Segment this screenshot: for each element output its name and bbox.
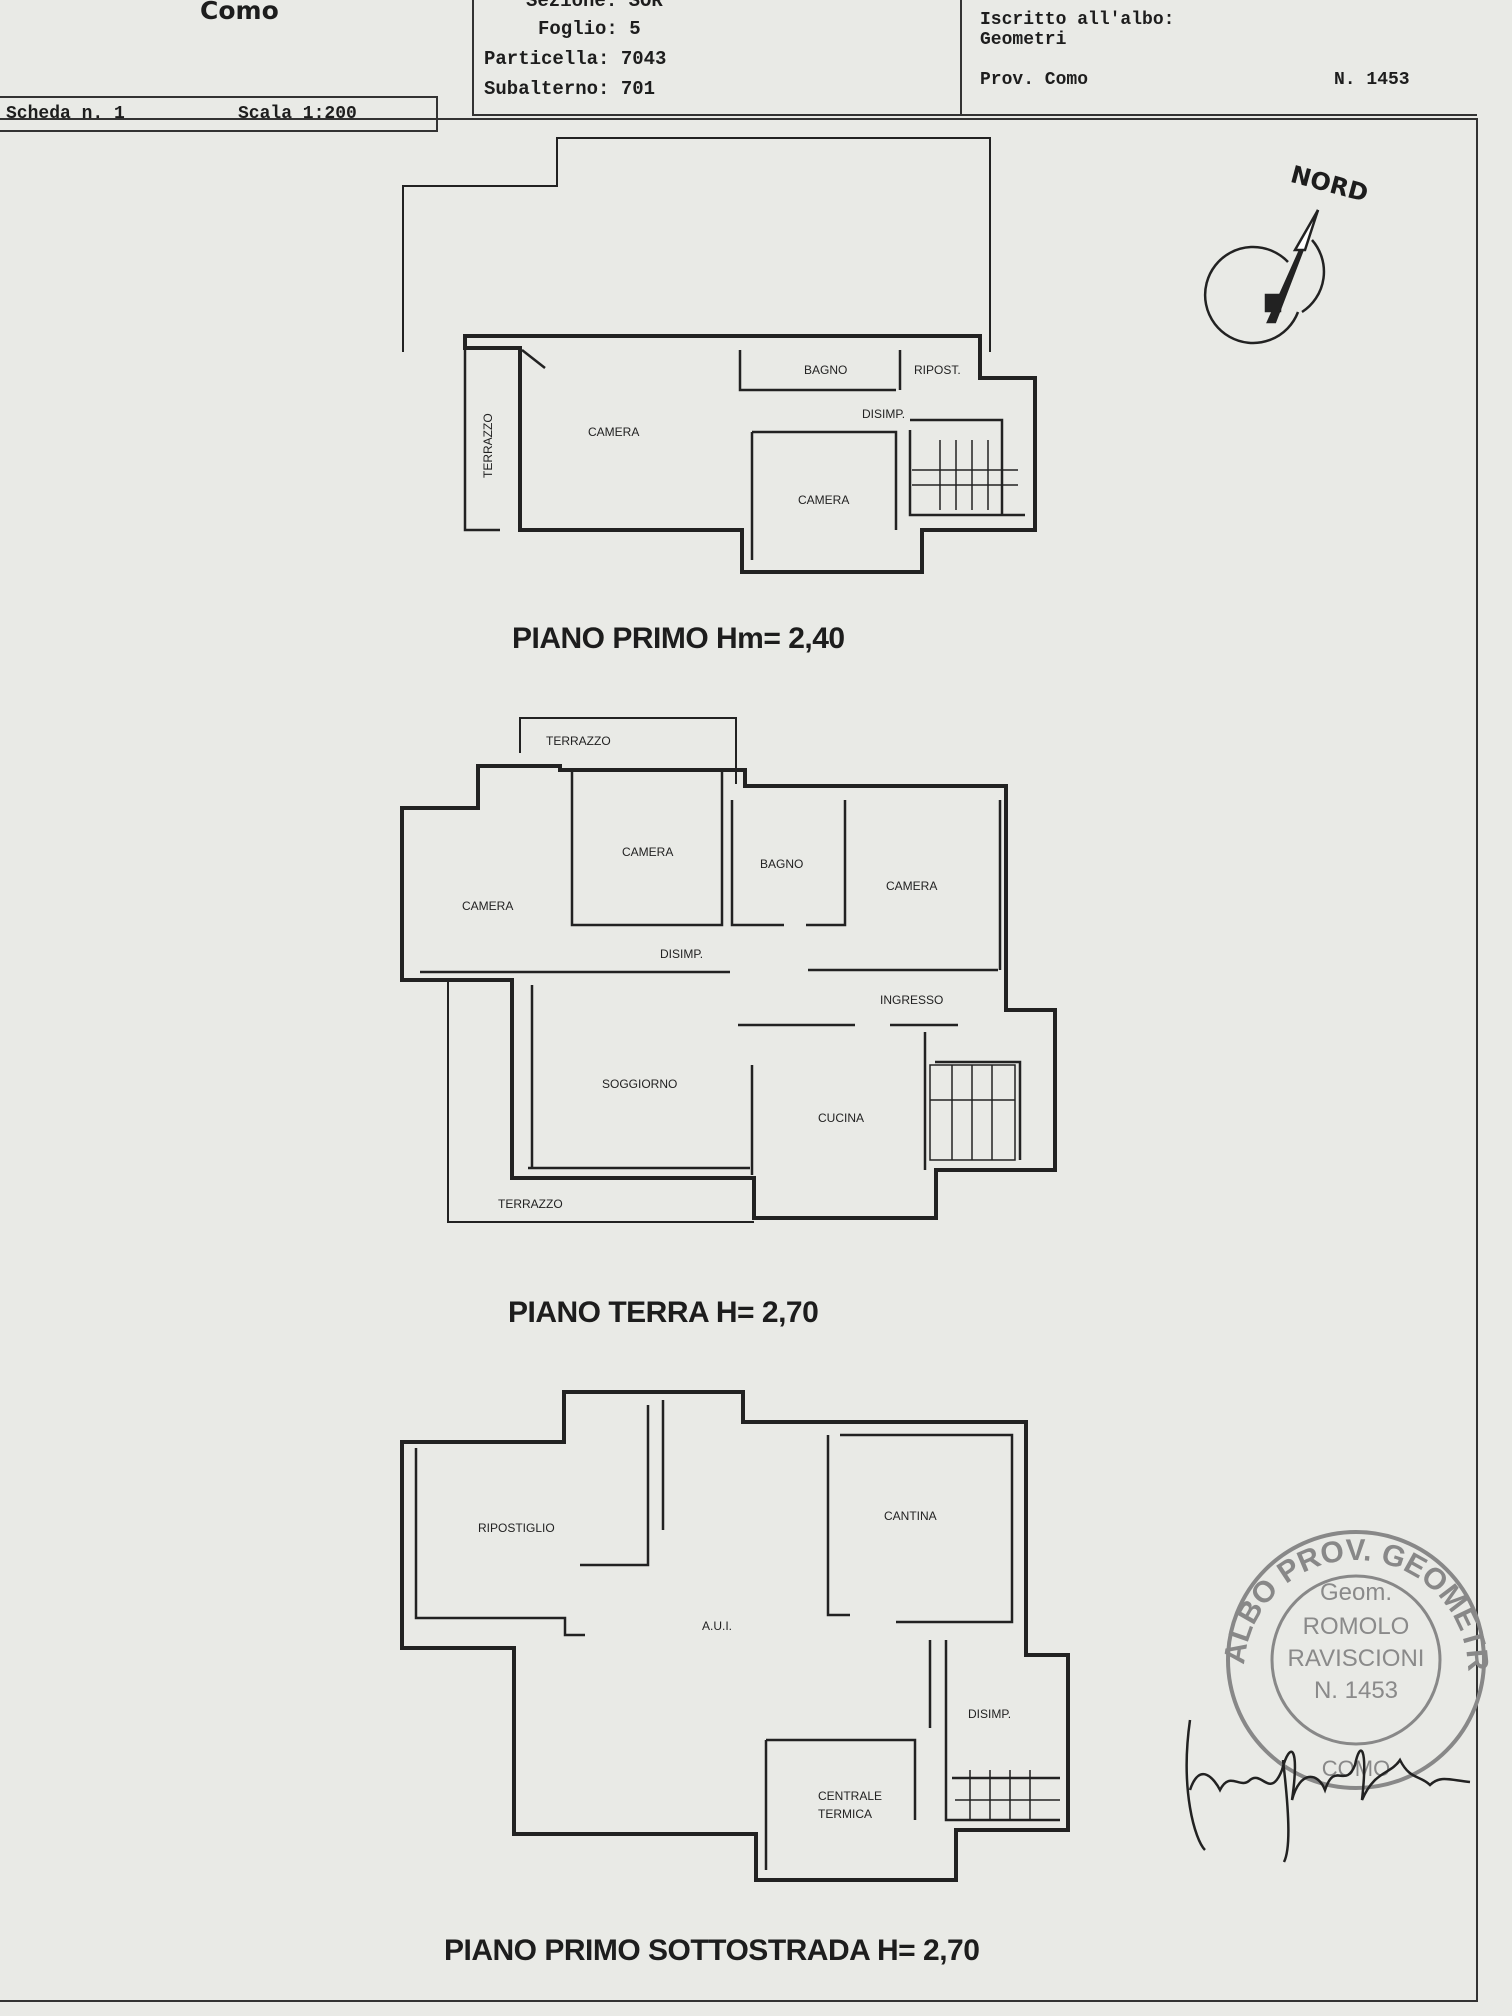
header-city: Como — [200, 0, 279, 25]
drawing-frame — [0, 118, 1478, 2002]
plan-piano-primo — [402, 137, 1037, 574]
primo-camera2-label: CAMERA — [798, 493, 849, 507]
albo-box: Iscritto all'albo: Geometri Prov. Como N… — [960, 0, 1477, 116]
primo-terrazzo-label: TERRAZZO — [481, 413, 495, 478]
prov-label: Prov. Como — [980, 70, 1089, 90]
plan-piano-sottostrada — [400, 1390, 1070, 1882]
stamp-line2: ROMOLO — [1303, 1613, 1410, 1640]
terra-terrazzo-top-label: TERRAZZO — [546, 734, 611, 748]
albo-line1: Iscritto all'albo: — [980, 10, 1175, 30]
terra-terrazzo-bottom-label: TERRAZZO — [498, 1197, 563, 1211]
particella-row: Particella: 7043 — [484, 48, 667, 70]
primo-bagno-label: BAGNO — [804, 363, 847, 377]
numero-label: N. 1453 — [1334, 70, 1410, 90]
signature — [1185, 1719, 1471, 1863]
terra-cucina-label: CUCINA — [818, 1111, 864, 1125]
terra-disimp-label: DISIMP. — [660, 947, 703, 961]
terra-soggiorno-label: SOGGIORNO — [602, 1077, 677, 1091]
title-piano-primo: PIANO PRIMO Hm= 2,40 — [512, 622, 845, 655]
terra-camera3-label: CAMERA — [886, 879, 937, 893]
subalterno-row: Subalterno: 701 — [484, 78, 656, 100]
sezione-row: Sezione: SOR — [526, 0, 663, 12]
stamp-line3: RAVISCIONI — [1288, 1645, 1425, 1672]
stamp-line4: N. 1453 — [1314, 1677, 1398, 1704]
stamp-line1: Geom. — [1320, 1579, 1392, 1606]
sotto-cantina-label: CANTINA — [884, 1509, 937, 1523]
terra-camera2-label: CAMERA — [622, 845, 673, 859]
stamp-seal: ALBO PROV. GEOMETRI COMO Geom. ROMOLO RA… — [0, 0, 1494, 1790]
title-piano-terra: PIANO TERRA H= 2,70 — [508, 1296, 819, 1329]
stairs — [912, 440, 1060, 1820]
foglio-row: Foglio: 5 — [538, 18, 641, 40]
sotto-centrale1-label: CENTRALE — [818, 1789, 882, 1803]
plan-piano-terra — [400, 717, 1057, 1223]
sotto-disimp-label: DISIMP. — [968, 1707, 1011, 1721]
primo-disimp-label: DISIMP. — [862, 407, 905, 421]
sotto-ripostiglio-label: RIPOSTIGLIO — [478, 1521, 555, 1535]
cadastral-data-box: Sezione: SOR Foglio: 5 Particella: 7043 … — [472, 0, 962, 116]
albo-line2: Geometri — [980, 30, 1067, 50]
sotto-centrale2-label: TERMICA — [818, 1807, 872, 1821]
sotto-aui-label: A.U.I. — [702, 1619, 732, 1633]
terra-camera1-label: CAMERA — [462, 899, 513, 913]
terra-ingresso-label: INGRESSO — [880, 993, 943, 1007]
primo-camera1-label: CAMERA — [588, 425, 639, 439]
terra-bagno-label: BAGNO — [760, 857, 803, 871]
compass-icon — [1203, 209, 1326, 345]
primo-ripost-label: RIPOST. — [914, 363, 961, 377]
title-piano-sottostrada: PIANO PRIMO SOTTOSTRADA H= 2,70 — [444, 1934, 980, 1967]
